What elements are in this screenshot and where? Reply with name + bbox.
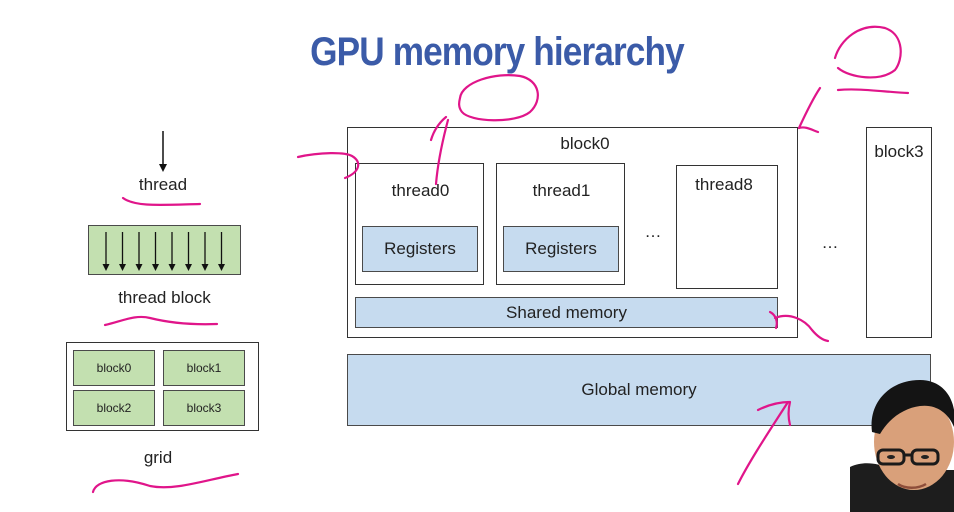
thread-arrow-head-3 [152,264,159,271]
thread-label: thread [138,175,188,194]
grid-block-3: block3 [163,390,245,426]
thread8-box: thread8 [676,165,778,289]
underline-thread-block [103,315,219,327]
smp-underline [836,88,910,95]
thread0-registers: Registers [362,226,478,272]
grid-label: grid [143,448,173,467]
global-memory: Global memory [347,354,931,426]
core-bubble [458,74,539,122]
thread-arrow-head-4 [168,264,176,271]
core-arrow-head [429,115,448,142]
slide-title: GPU memory hierarchy [310,30,685,74]
threads-ellipsis: … [644,222,662,241]
shared-arrow [773,314,830,343]
block0-label: block0 [560,134,610,153]
thread0-box: thread0 Registers [355,163,484,285]
thread-arrow-head-7 [218,264,225,271]
blocks-ellipsis: … [821,233,839,252]
thread8-label: thread8 [695,175,753,194]
thread0-label: thread0 [391,181,450,200]
global-arrow [736,400,790,486]
thread-arrow-head-0 [102,264,110,271]
thread-arrow-head-2 [135,264,143,271]
grid-block-2: block2 [73,390,155,426]
smp-arrow [797,86,822,130]
thread1-registers: Registers [503,226,619,272]
shared-arrow-tip [768,310,778,330]
underline-thread [121,196,202,206]
presenter-webcam [850,372,954,512]
thread-arrow-head-6 [201,264,209,271]
core-arrow [434,118,450,186]
thread-arrow-head-1 [119,264,126,271]
grid-block-1: block1 [163,350,245,386]
shared-memory: Shared memory [355,297,778,328]
block0-container: block0 thread0 Registers thread1 Registe… [347,127,798,338]
global-arrow-tip [756,400,792,427]
thread-arrow-head-5 [185,264,192,271]
thread-block-label: thread block [118,288,211,307]
grid-block-0: block0 [73,350,155,386]
block3-label: block3 [874,142,924,161]
thread1-label: thread1 [532,181,591,200]
grid-diagram: block0 block1 block2 block3 [66,342,259,431]
smp-bubble [833,25,902,79]
thread1-box: thread1 Registers [496,163,625,285]
underline-grid [91,472,240,494]
block-bracket [296,152,360,180]
smp-arrow-tip [797,126,820,134]
block3-container: block3 [866,127,932,338]
thread-block-diagram [88,225,241,275]
